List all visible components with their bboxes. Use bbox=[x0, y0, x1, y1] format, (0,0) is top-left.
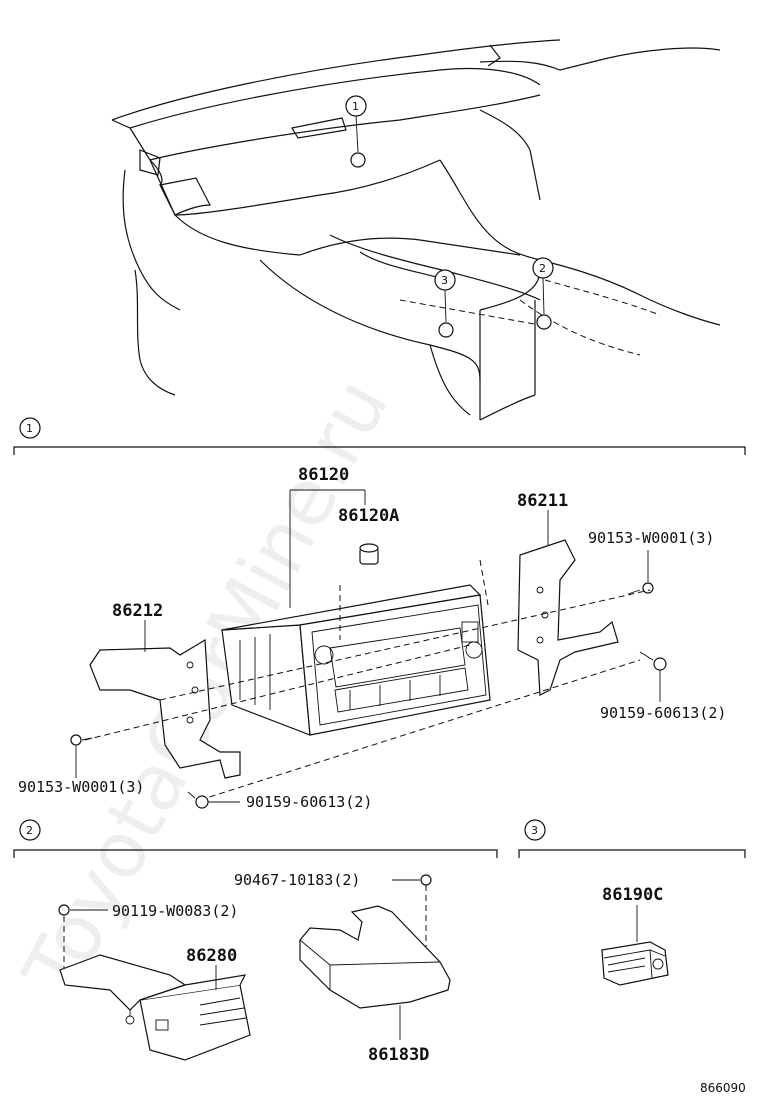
label-86120[interactable]: 86120 bbox=[298, 465, 349, 485]
label-86280[interactable]: 86280 bbox=[186, 946, 237, 966]
dashboard-illustration bbox=[111, 39, 721, 421]
cover-86183D[interactable] bbox=[299, 905, 451, 1009]
bolt-90159-right[interactable] bbox=[639, 651, 667, 671]
bracket-86212[interactable] bbox=[89, 638, 241, 779]
section-2-number: 2 bbox=[26, 824, 33, 837]
jack-86190C[interactable] bbox=[601, 941, 669, 986]
label-90119[interactable]: 90119-W0083(2) bbox=[112, 902, 238, 920]
callout-2-overview[interactable]: 2 bbox=[532, 257, 554, 330]
label-86190C[interactable]: 86190C bbox=[602, 885, 663, 905]
callout-1-label: 1 bbox=[352, 100, 359, 113]
screw-90153-left[interactable] bbox=[70, 734, 93, 746]
section-3-number: 3 bbox=[531, 824, 538, 837]
bolt-90159-left[interactable] bbox=[187, 791, 209, 809]
bolt-90467[interactable] bbox=[420, 874, 432, 886]
section-1: 1 86120 86120A bbox=[13, 417, 746, 811]
section-2-bracket bbox=[13, 849, 498, 858]
label-86120A[interactable]: 86120A bbox=[338, 506, 399, 526]
label-90159-left[interactable]: 90159-60613(2) bbox=[246, 793, 372, 811]
callout-2-label: 2 bbox=[539, 262, 546, 275]
head-unit-86120[interactable] bbox=[221, 559, 491, 736]
section-3-marker: 3 bbox=[524, 819, 546, 841]
callout-3-overview[interactable]: 3 bbox=[434, 269, 456, 338]
section-3-bracket bbox=[518, 849, 746, 858]
label-90153-right[interactable]: 90153-W0001(3) bbox=[588, 529, 714, 547]
alignment-lines-1 bbox=[84, 589, 651, 801]
figure-number: 866090 bbox=[700, 1081, 746, 1095]
label-86183D[interactable]: 86183D bbox=[368, 1045, 429, 1065]
screw-90153-right[interactable] bbox=[627, 582, 654, 595]
bracket-86211[interactable] bbox=[517, 539, 619, 696]
amplifier-86280[interactable] bbox=[59, 954, 251, 1061]
section-2: 2 90467-10183(2) 86183D 90119-W0083(2) bbox=[13, 819, 498, 1065]
label-90159-right[interactable]: 90159-60613(2) bbox=[600, 704, 726, 722]
section-1-number: 1 bbox=[26, 422, 33, 435]
label-86212[interactable]: 86212 bbox=[112, 601, 163, 621]
section-3: 3 86190C bbox=[518, 819, 746, 986]
label-86211[interactable]: 86211 bbox=[517, 491, 568, 511]
section-2-marker: 2 bbox=[19, 819, 41, 841]
section-1-marker: 1 bbox=[19, 417, 41, 439]
knob-86120A[interactable] bbox=[359, 543, 379, 565]
callout-3-label: 3 bbox=[441, 274, 448, 287]
label-90467[interactable]: 90467-10183(2) bbox=[234, 871, 360, 889]
callout-1-overview[interactable]: 1 bbox=[345, 95, 367, 168]
screw-90119[interactable] bbox=[58, 904, 70, 916]
section-1-bracket bbox=[13, 446, 746, 455]
label-90153-left[interactable]: 90153-W0001(3) bbox=[18, 778, 144, 796]
